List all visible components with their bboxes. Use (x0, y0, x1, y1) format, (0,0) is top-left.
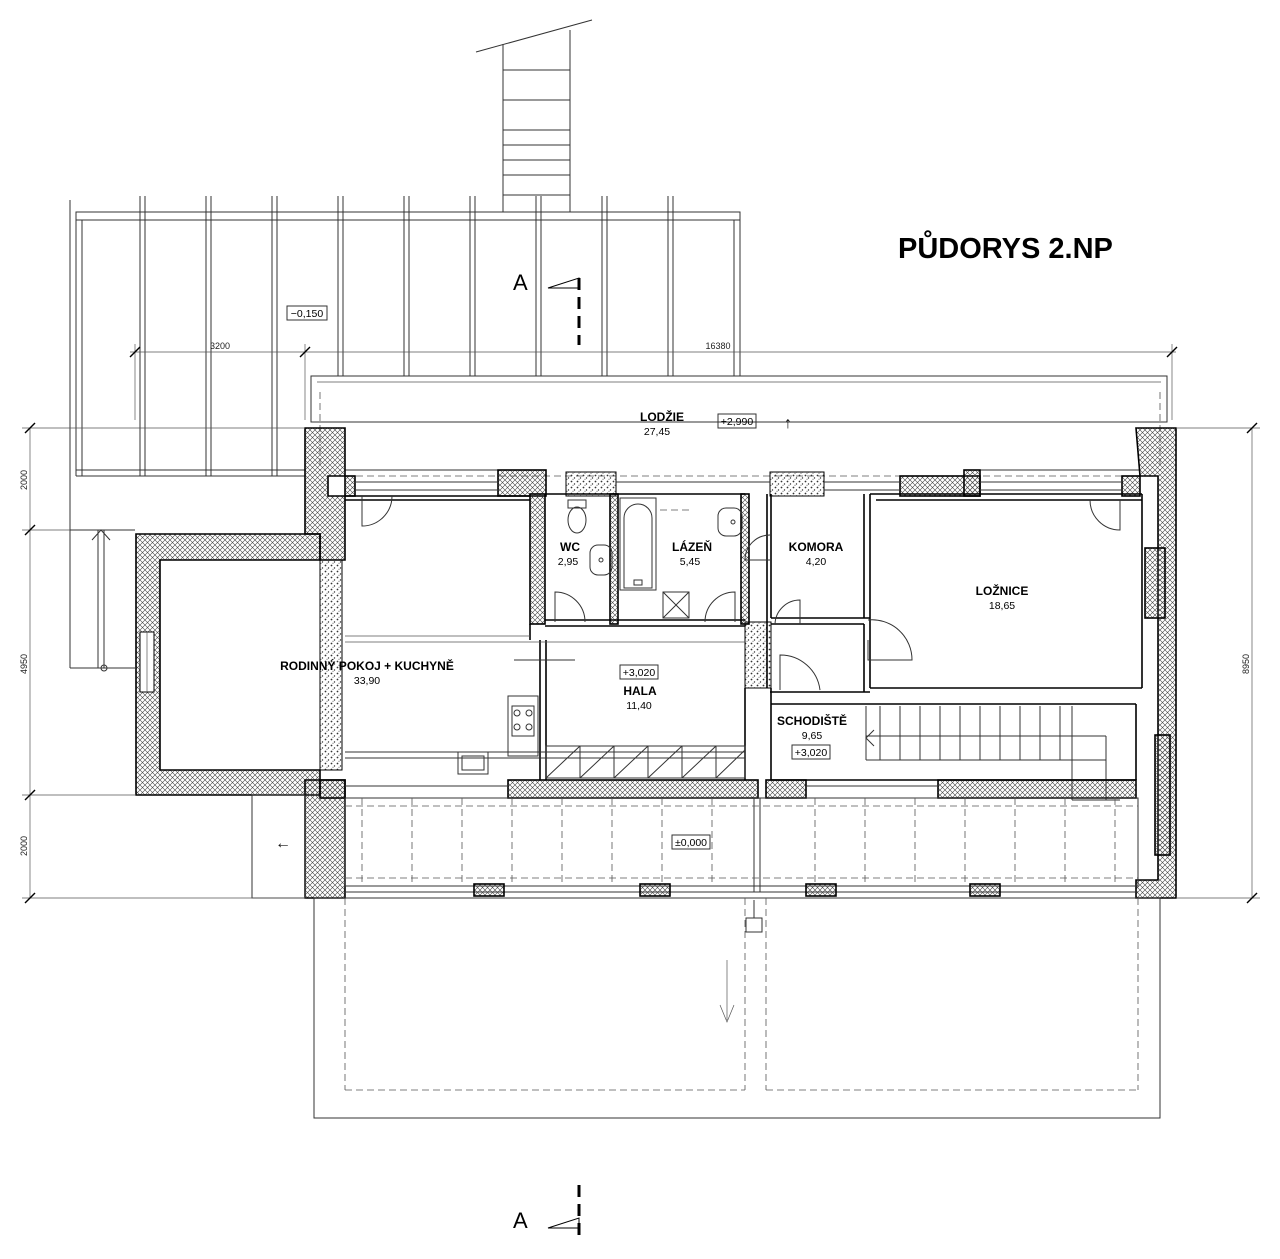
wall-dotted-left (319, 559, 343, 771)
level-hala: +3,020 (623, 667, 656, 679)
level-tag-schodiste (791, 744, 831, 760)
dimension-top (129, 344, 1178, 420)
dim-left-top: 2000 (19, 470, 29, 490)
drawing-title: PŮDORYS 2.NP (898, 229, 1113, 265)
interior-stairs (865, 706, 1120, 801)
kitchen-counter (345, 695, 745, 775)
level-pergola: −0,150 (291, 308, 324, 320)
room-name-lazen: LÁZEŇ (672, 539, 712, 554)
level-tag-pergola (286, 305, 328, 321)
dim-overall-width: 16380 (705, 341, 730, 351)
level-tag-lodzie (717, 413, 757, 429)
room-area-lazen: 5,45 (680, 556, 701, 568)
loggia (310, 375, 1168, 477)
arrow-up-lodzie: ↑ (784, 415, 792, 432)
room-name-hala: HALA (623, 684, 657, 698)
room-name-wc: WC (560, 540, 580, 554)
room-name-schodiste: SCHODIŠTĚ (777, 713, 847, 728)
section-mark-top: A (513, 270, 581, 345)
dim-right-overall: 8950 (1241, 654, 1251, 674)
terrace (251, 779, 1139, 899)
room-area-komora: 4,20 (806, 556, 827, 568)
room-name-komora: KOMORA (789, 540, 844, 554)
room-area-lodzie: 27,45 (644, 426, 670, 438)
sanitary-fixtures (567, 497, 743, 619)
room-area-rodinny: 33,90 (354, 675, 380, 687)
exterior-stair-top (475, 19, 593, 212)
level-lodzie: +2,990 (721, 416, 754, 428)
level-tag-terrace (671, 834, 711, 850)
dim-left-bottom: 2000 (19, 836, 29, 856)
doors (361, 495, 1121, 691)
dimension-right (1176, 422, 1260, 904)
dimension-left (22, 422, 305, 904)
level-schodiste: +3,020 (795, 747, 828, 759)
room-name-lodzie: LODŽIE (640, 409, 684, 424)
lower-roof (313, 897, 1161, 1119)
level-tag-hala (619, 664, 659, 680)
room-area-loznice: 18,65 (989, 600, 1015, 612)
arrow-left-terrace: ← (275, 835, 291, 852)
room-area-schodiste: 9,65 (802, 730, 823, 742)
section-label-top: A (513, 270, 528, 295)
section-mark-bottom: A (513, 1185, 581, 1240)
dim-pergola-width: 3200 (210, 341, 230, 351)
room-name-rodinny: RODINNÝ POKOJ + KUCHYNĚ (280, 658, 454, 673)
dim-left-middle: 4950 (19, 654, 29, 674)
level-terrace: ±0,000 (675, 837, 707, 849)
room-name-loznice: LOŽNICE (976, 583, 1029, 598)
room-area-wc: 2,95 (558, 556, 579, 568)
pergola (69, 196, 741, 672)
interior-partitions (345, 493, 1143, 781)
section-label-bottom: A (513, 1208, 528, 1233)
hall-wardrobe (545, 745, 746, 779)
wall-left-block (135, 533, 321, 796)
room-area-hala: 11,40 (626, 700, 652, 712)
